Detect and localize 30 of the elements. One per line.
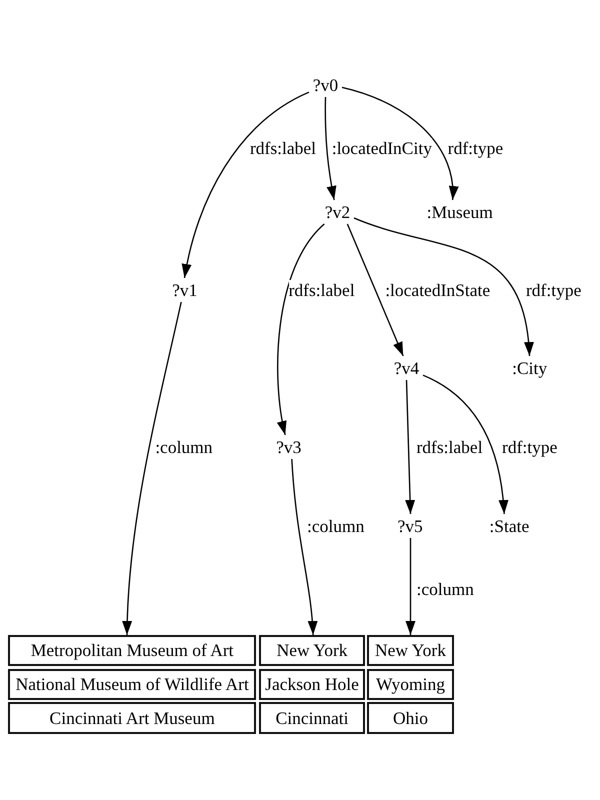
arrow bbox=[342, 86, 458, 200]
table-cell: Cincinnati bbox=[259, 702, 365, 734]
arrow bbox=[346, 224, 404, 356]
table-cell: National Museum of Wildlife Art bbox=[8, 669, 256, 700]
arrow bbox=[324, 97, 336, 200]
node-label: :City bbox=[508, 356, 552, 380]
node-label: ?v5 bbox=[394, 514, 427, 538]
arrow bbox=[406, 538, 416, 635]
edge-label: :locatedInCity bbox=[332, 138, 432, 158]
arrow bbox=[122, 302, 182, 636]
node-label: ?v1 bbox=[168, 278, 202, 302]
node-label: ?v4 bbox=[390, 356, 424, 380]
node-label: :Museum bbox=[422, 200, 497, 224]
node-label: ?v0 bbox=[308, 73, 342, 98]
arrow bbox=[405, 380, 416, 514]
table-cell: Jackson Hole bbox=[259, 669, 365, 700]
table-cell: Cincinnati Art Museum bbox=[8, 702, 256, 734]
table-cell: New York bbox=[366, 635, 454, 666]
arrow bbox=[291, 458, 318, 636]
arrow bbox=[354, 217, 534, 356]
arrow bbox=[182, 92, 310, 278]
node-label: ?v3 bbox=[272, 435, 306, 460]
table-cell: New York bbox=[259, 635, 365, 666]
node-label: ?v2 bbox=[320, 200, 354, 224]
arrow bbox=[422, 374, 508, 514]
table-cell: Metropolitan Museum of Art bbox=[8, 635, 256, 666]
table-cell: Wyoming bbox=[366, 669, 454, 700]
node-label: :State bbox=[485, 514, 534, 538]
arrow bbox=[277, 224, 325, 436]
table-cell: Ohio bbox=[366, 702, 454, 734]
